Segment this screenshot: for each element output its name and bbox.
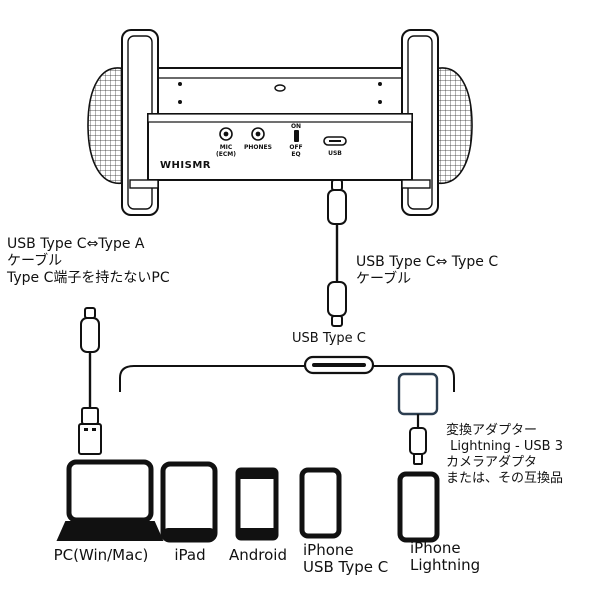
mic-label-line1: MIC [219,144,233,151]
iphone-usb-c-label-line1: iPhone [303,541,354,559]
right-cable-label-line1: USB Type C⇔ Type C [356,254,499,270]
microphone-device [87,29,473,216]
mic-label: MIC (ECM) [210,144,242,158]
switch-eq-label: EQ [291,151,301,158]
pc-laptop-icon [56,459,164,541]
on-off-eq-switch [294,130,299,142]
iphone-usb-c-icon [299,467,342,539]
adapter-label-line1: 変換アダプター [446,423,538,438]
adapter-label-line2: Lightning - USB 3 [446,439,563,454]
adapter-label-line3: カメラアダプタ [446,455,538,470]
front-panel [147,113,413,181]
switch-off-label: OFF [289,144,303,151]
lightning-adapter [397,372,439,465]
android-phone-icon [235,467,279,541]
usb-c-to-a-cable [78,307,102,455]
adapter-label-line4: または、その互換品 [446,471,564,486]
adapter-box [397,372,439,416]
brand-logo-text: WHISMR [160,160,211,171]
left-foam-windscreen [87,67,129,185]
left-cable-label-line3: Type C端子を持たないPC [7,270,170,286]
ipad-icon [160,461,218,543]
iphone-lightning-icon [397,471,440,543]
iphone-usb-c-label: iPhone USB Type C [303,542,388,576]
switch-on-label: ON [290,123,302,130]
usb-port-label: USB [328,150,342,157]
android-label: Android [229,546,287,564]
iphone-lightning-label-line1: iPhone [410,539,461,557]
phones-label: PHONES [244,144,272,151]
right-foam-windscreen [431,67,473,185]
iphone-lightning-label: iPhone Lightning [410,540,480,574]
left-cable-label-line1: USB Type C⇔Type A [7,236,145,252]
iphone-lightning-label-line2: Lightning [410,556,481,574]
usb-c-hub-bracket [119,355,455,392]
right-cable-label-line2: ケーブル [356,271,412,287]
usb-c-to-c-cable [327,179,347,327]
left-cable-label-line2: ケーブル [7,253,63,269]
hub-label: USB Type C [292,331,366,346]
mic-label-line2: (ECM) [216,151,236,158]
pc-label: PC(Win/Mac) [53,546,149,564]
iphone-usb-c-label-line2: USB Type C [303,558,389,576]
ipad-label: iPad [174,546,206,564]
